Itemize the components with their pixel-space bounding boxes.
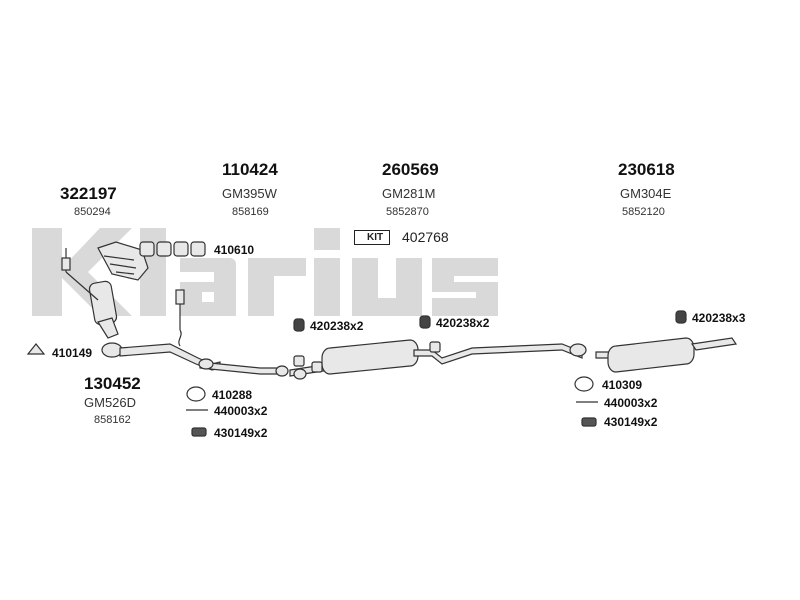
label-430149-b: 430149x2 (604, 415, 658, 429)
sub-number-230618: 5852120 (622, 206, 665, 218)
label-410309: 410309 (602, 378, 643, 392)
ring-410288-icon (186, 386, 206, 402)
gasket-410610 (139, 241, 206, 257)
clamp-430149-icon-b (581, 417, 597, 427)
sub-number-322197: 850294 (74, 206, 111, 218)
kit-number: 402768 (402, 229, 449, 245)
code-110424: GM395W (222, 186, 277, 201)
code-130452: GM526D (84, 395, 137, 410)
kit-badge: KIT (354, 230, 391, 245)
rear-silencer-230618 (569, 337, 738, 373)
label-420238-b: 420238x2 (436, 316, 490, 330)
part-number-260569: 260569 (382, 160, 439, 179)
code-260569: GM281M (382, 186, 436, 201)
intermediate-pipe-110424 (198, 358, 289, 377)
center-silencer-260569 (289, 339, 583, 380)
label-410288: 410288 (212, 388, 253, 402)
rubber-hanger-icon-a (293, 318, 305, 332)
pipe-hangers (293, 341, 441, 373)
sub-number-130452: 858162 (94, 414, 131, 426)
lambda-sensor (175, 289, 185, 347)
part-number-130452: 130452 (84, 374, 141, 393)
sub-number-110424: 858169 (232, 206, 269, 218)
label-430149-a: 430149x2 (214, 426, 268, 440)
part-number-110424: 110424 (222, 160, 278, 179)
part-number-322197: 322197 (60, 184, 117, 203)
code-230618: GM304E (620, 186, 672, 201)
rubber-hanger-icon-c (675, 310, 687, 324)
label-410610: 410610 (214, 243, 255, 257)
clamp-430149-icon-a (191, 427, 207, 437)
ring-410149-icon (26, 343, 46, 355)
label-410149: 410149 (52, 346, 93, 360)
label-440003-b: 440003x2 (604, 396, 658, 410)
label-420238-a: 420238x2 (310, 319, 364, 333)
part-number-230618: 230618 (618, 160, 675, 179)
manifold-catalyst (61, 241, 149, 339)
label-440003-a: 440003x2 (214, 404, 268, 418)
ring-410309-icon (574, 376, 594, 392)
sub-number-260569: 5852870 (386, 206, 429, 218)
rubber-hanger-icon-b (419, 315, 431, 329)
label-420238-c: 420238x3 (692, 311, 746, 325)
